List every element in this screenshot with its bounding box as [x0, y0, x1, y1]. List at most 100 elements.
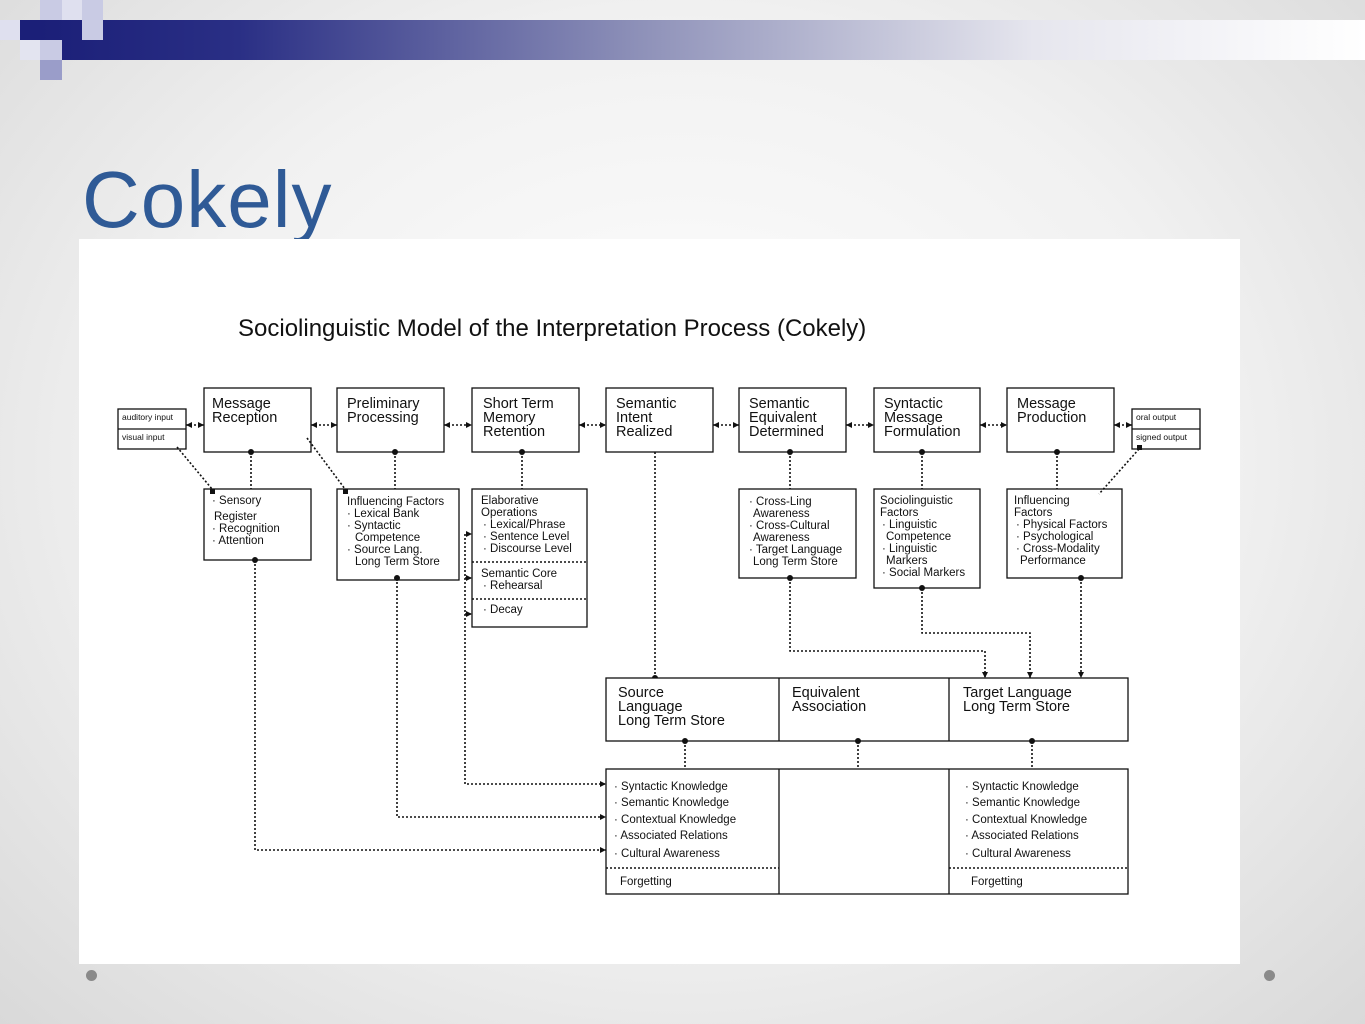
detail-line: · Syntactic	[347, 520, 401, 532]
detail-line: · Linguistic	[882, 543, 937, 555]
stage-message-reception: Message Reception	[203, 387, 312, 453]
knowledge-item: · Syntactic Knowledge	[614, 781, 728, 793]
detail-production: Influencing Factors · Physical Factors ·…	[1006, 488, 1123, 579]
knowledge-row: · Syntactic Knowledge · Semantic Knowled…	[605, 768, 1129, 895]
auditory-input-label: auditory input	[122, 412, 174, 422]
logo-square	[82, 0, 103, 20]
stage-label: Realized	[616, 424, 672, 440]
detail-line: Factors	[1014, 507, 1053, 519]
stage-label: Semantic	[616, 396, 676, 412]
stage-label: Message	[212, 396, 271, 412]
stage-semantic-equivalent-determined: Semantic Equivalent Determined	[738, 387, 847, 453]
stage-label: Memory	[483, 410, 536, 426]
connector	[921, 588, 1031, 678]
detail-line: Competence	[355, 532, 420, 544]
knowledge-item: · Cultural Awareness	[965, 848, 1071, 860]
connector	[465, 577, 472, 615]
stage-label: Production	[1017, 410, 1086, 426]
stage-label: Determined	[749, 424, 824, 440]
header-gradient-bar	[40, 20, 1365, 60]
stage-label: Syntactic	[884, 396, 943, 412]
knowledge-item: · Associated Relations	[965, 830, 1079, 842]
detail-line: · Sensory	[212, 495, 261, 507]
stage-semantic-intent-realized: Semantic Intent Realized	[605, 387, 714, 453]
detail-line: Factors	[880, 507, 919, 519]
detail-reception: · Sensory Register · Recognition · Atten…	[203, 488, 312, 561]
detail-line: · Source Lang.	[347, 544, 422, 556]
logo-square	[20, 40, 40, 60]
diagram-title: Sociolinguistic Model of the Interpretat…	[238, 315, 866, 342]
knowledge-item: · Associated Relations	[614, 830, 728, 842]
stage-syntactic-message-formulation: Syntactic Message Formulation	[873, 387, 981, 453]
detail-preliminary: Influencing Factors · Lexical Bank · Syn…	[336, 488, 460, 581]
detail-line: Performance	[1020, 555, 1086, 567]
visual-input-label: visual input	[122, 432, 165, 442]
store-label: Source	[618, 685, 664, 701]
detail-line: · Cross-Modality	[1016, 543, 1100, 555]
store-row: Source Language Long Term Store Equivale…	[605, 677, 1129, 742]
logo-square	[62, 0, 82, 20]
detail-line: Register	[214, 511, 257, 523]
detail-line: · Recognition	[212, 523, 280, 535]
store-label: Target Language	[963, 685, 1072, 701]
detail-line: Awareness	[753, 532, 810, 544]
detail-line: Semantic Core	[481, 568, 557, 580]
stage-label: Semantic	[749, 396, 809, 412]
slide-title: Cokely	[82, 155, 333, 244]
detail-line: · Lexical Bank	[347, 508, 419, 520]
detail-line: Sociolinguistic	[880, 495, 953, 507]
connector	[254, 560, 606, 851]
detail-line: Influencing Factors	[347, 496, 444, 508]
detail-line: · Psychological	[1016, 531, 1093, 543]
detail-line: · Lexical/Phrase	[483, 519, 565, 531]
detail-line: Markers	[886, 555, 928, 567]
logo-square	[0, 20, 20, 40]
knowledge-item: · Contextual Knowledge	[614, 814, 736, 826]
logo-square	[82, 20, 103, 40]
connector	[176, 446, 213, 490]
detail-line: Operations	[481, 507, 538, 519]
stage-label: Retention	[483, 424, 545, 440]
knowledge-item: · Semantic Knowledge	[614, 797, 729, 809]
knowledge-item: · Cultural Awareness	[614, 848, 720, 860]
detail-line: · Cross-Cultural	[749, 520, 830, 532]
detail-line: Long Term Store	[355, 556, 440, 568]
signed-output-label: signed output	[1136, 432, 1188, 442]
oral-output-label: oral output	[1136, 412, 1177, 422]
detail-line: Influencing	[1014, 495, 1070, 507]
detail-line: Competence	[886, 531, 951, 543]
stage-preliminary-processing: Preliminary Processing	[336, 387, 445, 453]
detail-line: Long Term Store	[753, 556, 838, 568]
detail-equivalent: · Cross-Ling Awareness · Cross-Cultural …	[738, 488, 857, 579]
knowledge-item: · Contextual Knowledge	[965, 814, 1087, 826]
knowledge-item: · Syntactic Knowledge	[965, 781, 1079, 793]
store-label: Long Term Store	[963, 699, 1070, 715]
detail-line: Awareness	[753, 508, 810, 520]
connector	[789, 578, 986, 678]
stage-label: Preliminary	[347, 396, 420, 412]
detail-line: · Decay	[483, 604, 523, 616]
slide-marker-dot	[86, 970, 97, 981]
connector	[1098, 448, 1140, 495]
stage-label: Short Term	[483, 396, 554, 412]
detail-line: · Physical Factors	[1016, 519, 1108, 531]
stage-label: Message	[1017, 396, 1076, 412]
logo-square	[40, 40, 62, 60]
stage-short-term-memory-retention: Short Term Memory Retention	[471, 387, 580, 453]
detail-line: · Discourse Level	[483, 543, 572, 555]
detail-short-term-memory: Elaborative Operations · Lexical/Phrase …	[471, 488, 588, 628]
forgetting-label: Forgetting	[971, 876, 1023, 888]
store-label: Association	[792, 699, 866, 715]
store-label: Equivalent	[792, 685, 860, 701]
detail-line: · Sentence Level	[483, 531, 569, 543]
detail-syntactic: Sociolinguistic Factors · Linguistic Com…	[873, 488, 981, 589]
detail-line: · Rehearsal	[483, 580, 542, 592]
detail-line: Elaborative	[481, 495, 539, 507]
logo-square	[40, 60, 62, 80]
detail-line: · Linguistic	[882, 519, 937, 531]
stage-label: Intent	[616, 410, 652, 426]
stage-message-production: Message Production	[1006, 387, 1115, 453]
stage-label: Equivalent	[749, 410, 817, 426]
detail-line: · Attention	[212, 535, 264, 547]
connector	[306, 437, 346, 490]
